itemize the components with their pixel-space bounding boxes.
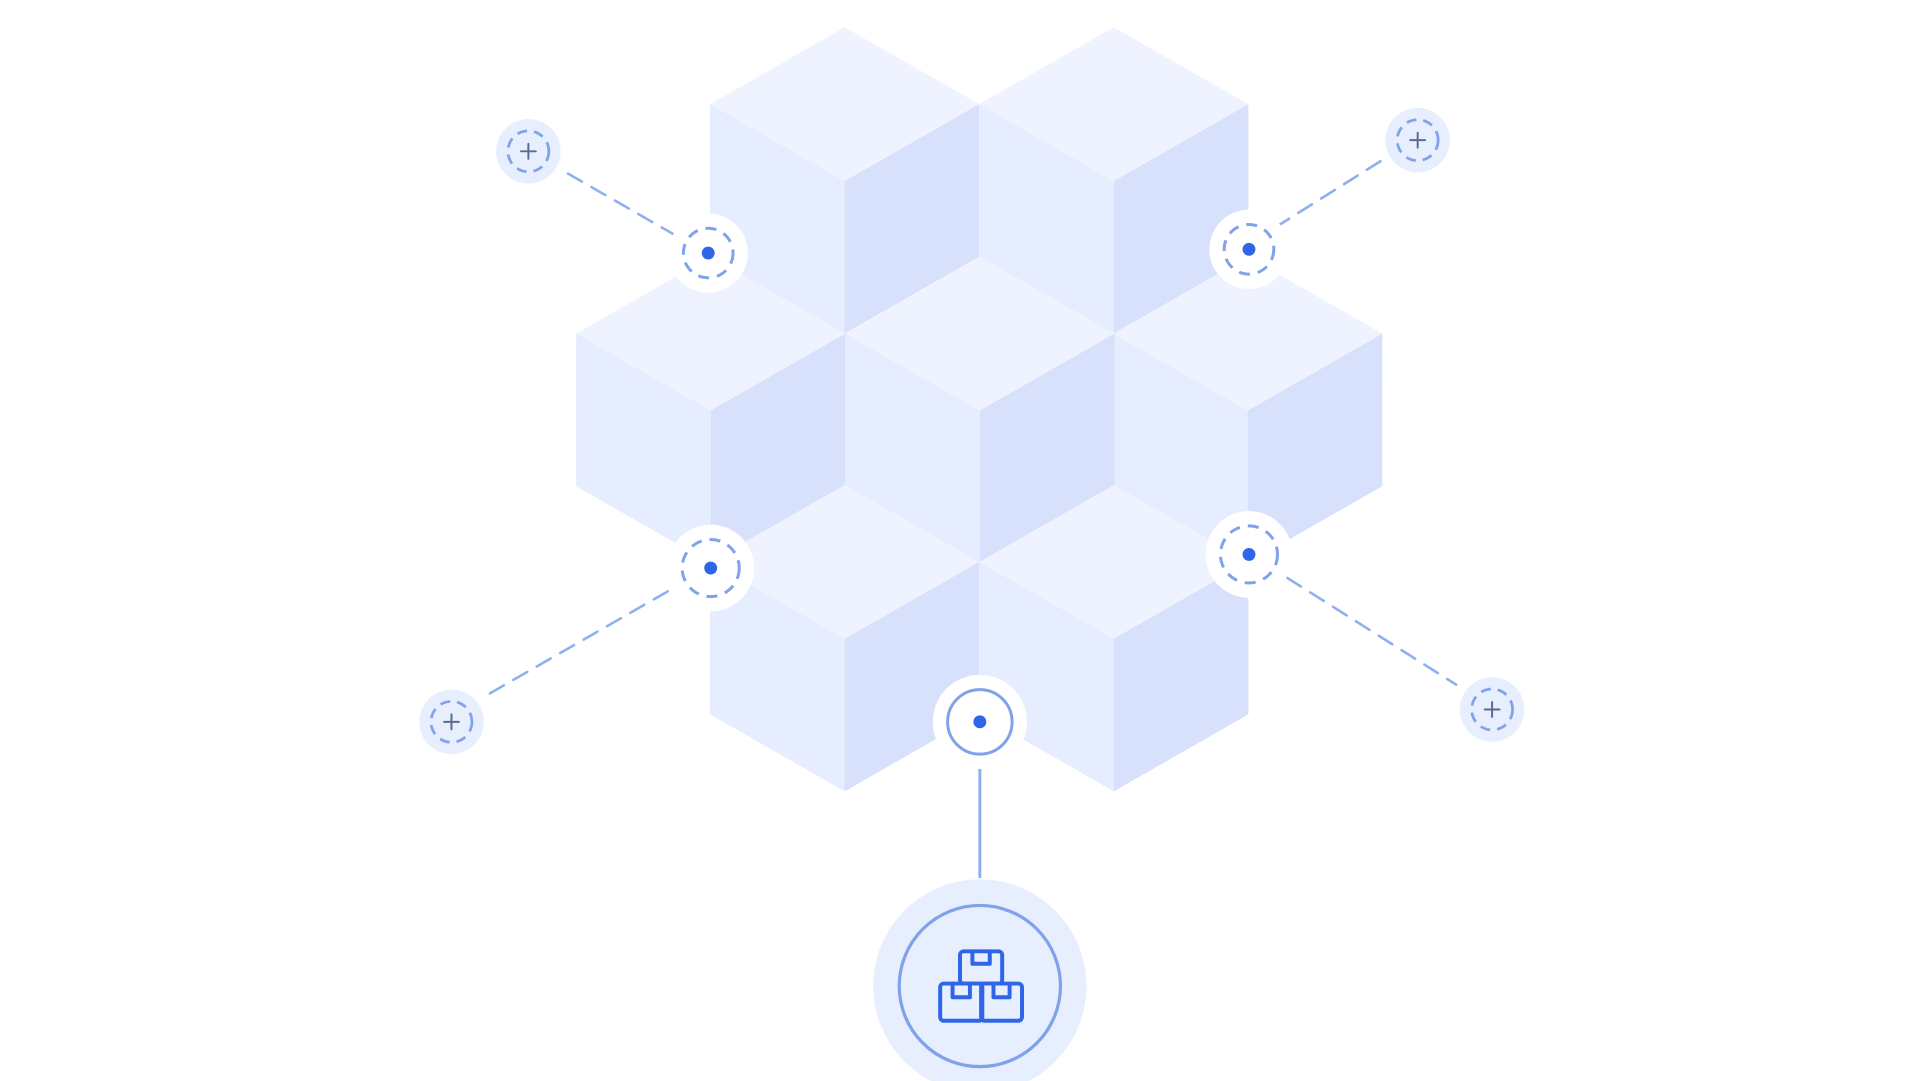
node-dot <box>1243 243 1256 256</box>
attach-node-left[interactable] <box>667 525 754 612</box>
node-dot <box>1243 548 1256 561</box>
add-node-bottom-right[interactable] <box>1460 677 1524 741</box>
packages-hub <box>873 879 1086 1081</box>
add-node-top-left[interactable] <box>496 119 560 183</box>
add-node-top-right[interactable] <box>1385 108 1449 172</box>
attach-node-right[interactable] <box>1206 511 1293 598</box>
connector-line-bottom-right <box>1287 578 1456 685</box>
connector-line-bottom-left <box>490 587 676 694</box>
attach-node-top-right[interactable] <box>1209 210 1288 289</box>
node-dot <box>973 715 986 728</box>
node-dot <box>702 247 715 260</box>
node-dot <box>704 562 717 575</box>
attach-node-top-left[interactable] <box>669 213 748 292</box>
attach-node-center[interactable] <box>933 675 1027 769</box>
connector-line-top-right <box>1270 161 1380 230</box>
connector-line-top-left <box>568 174 685 241</box>
add-node-bottom-left[interactable] <box>419 690 483 754</box>
